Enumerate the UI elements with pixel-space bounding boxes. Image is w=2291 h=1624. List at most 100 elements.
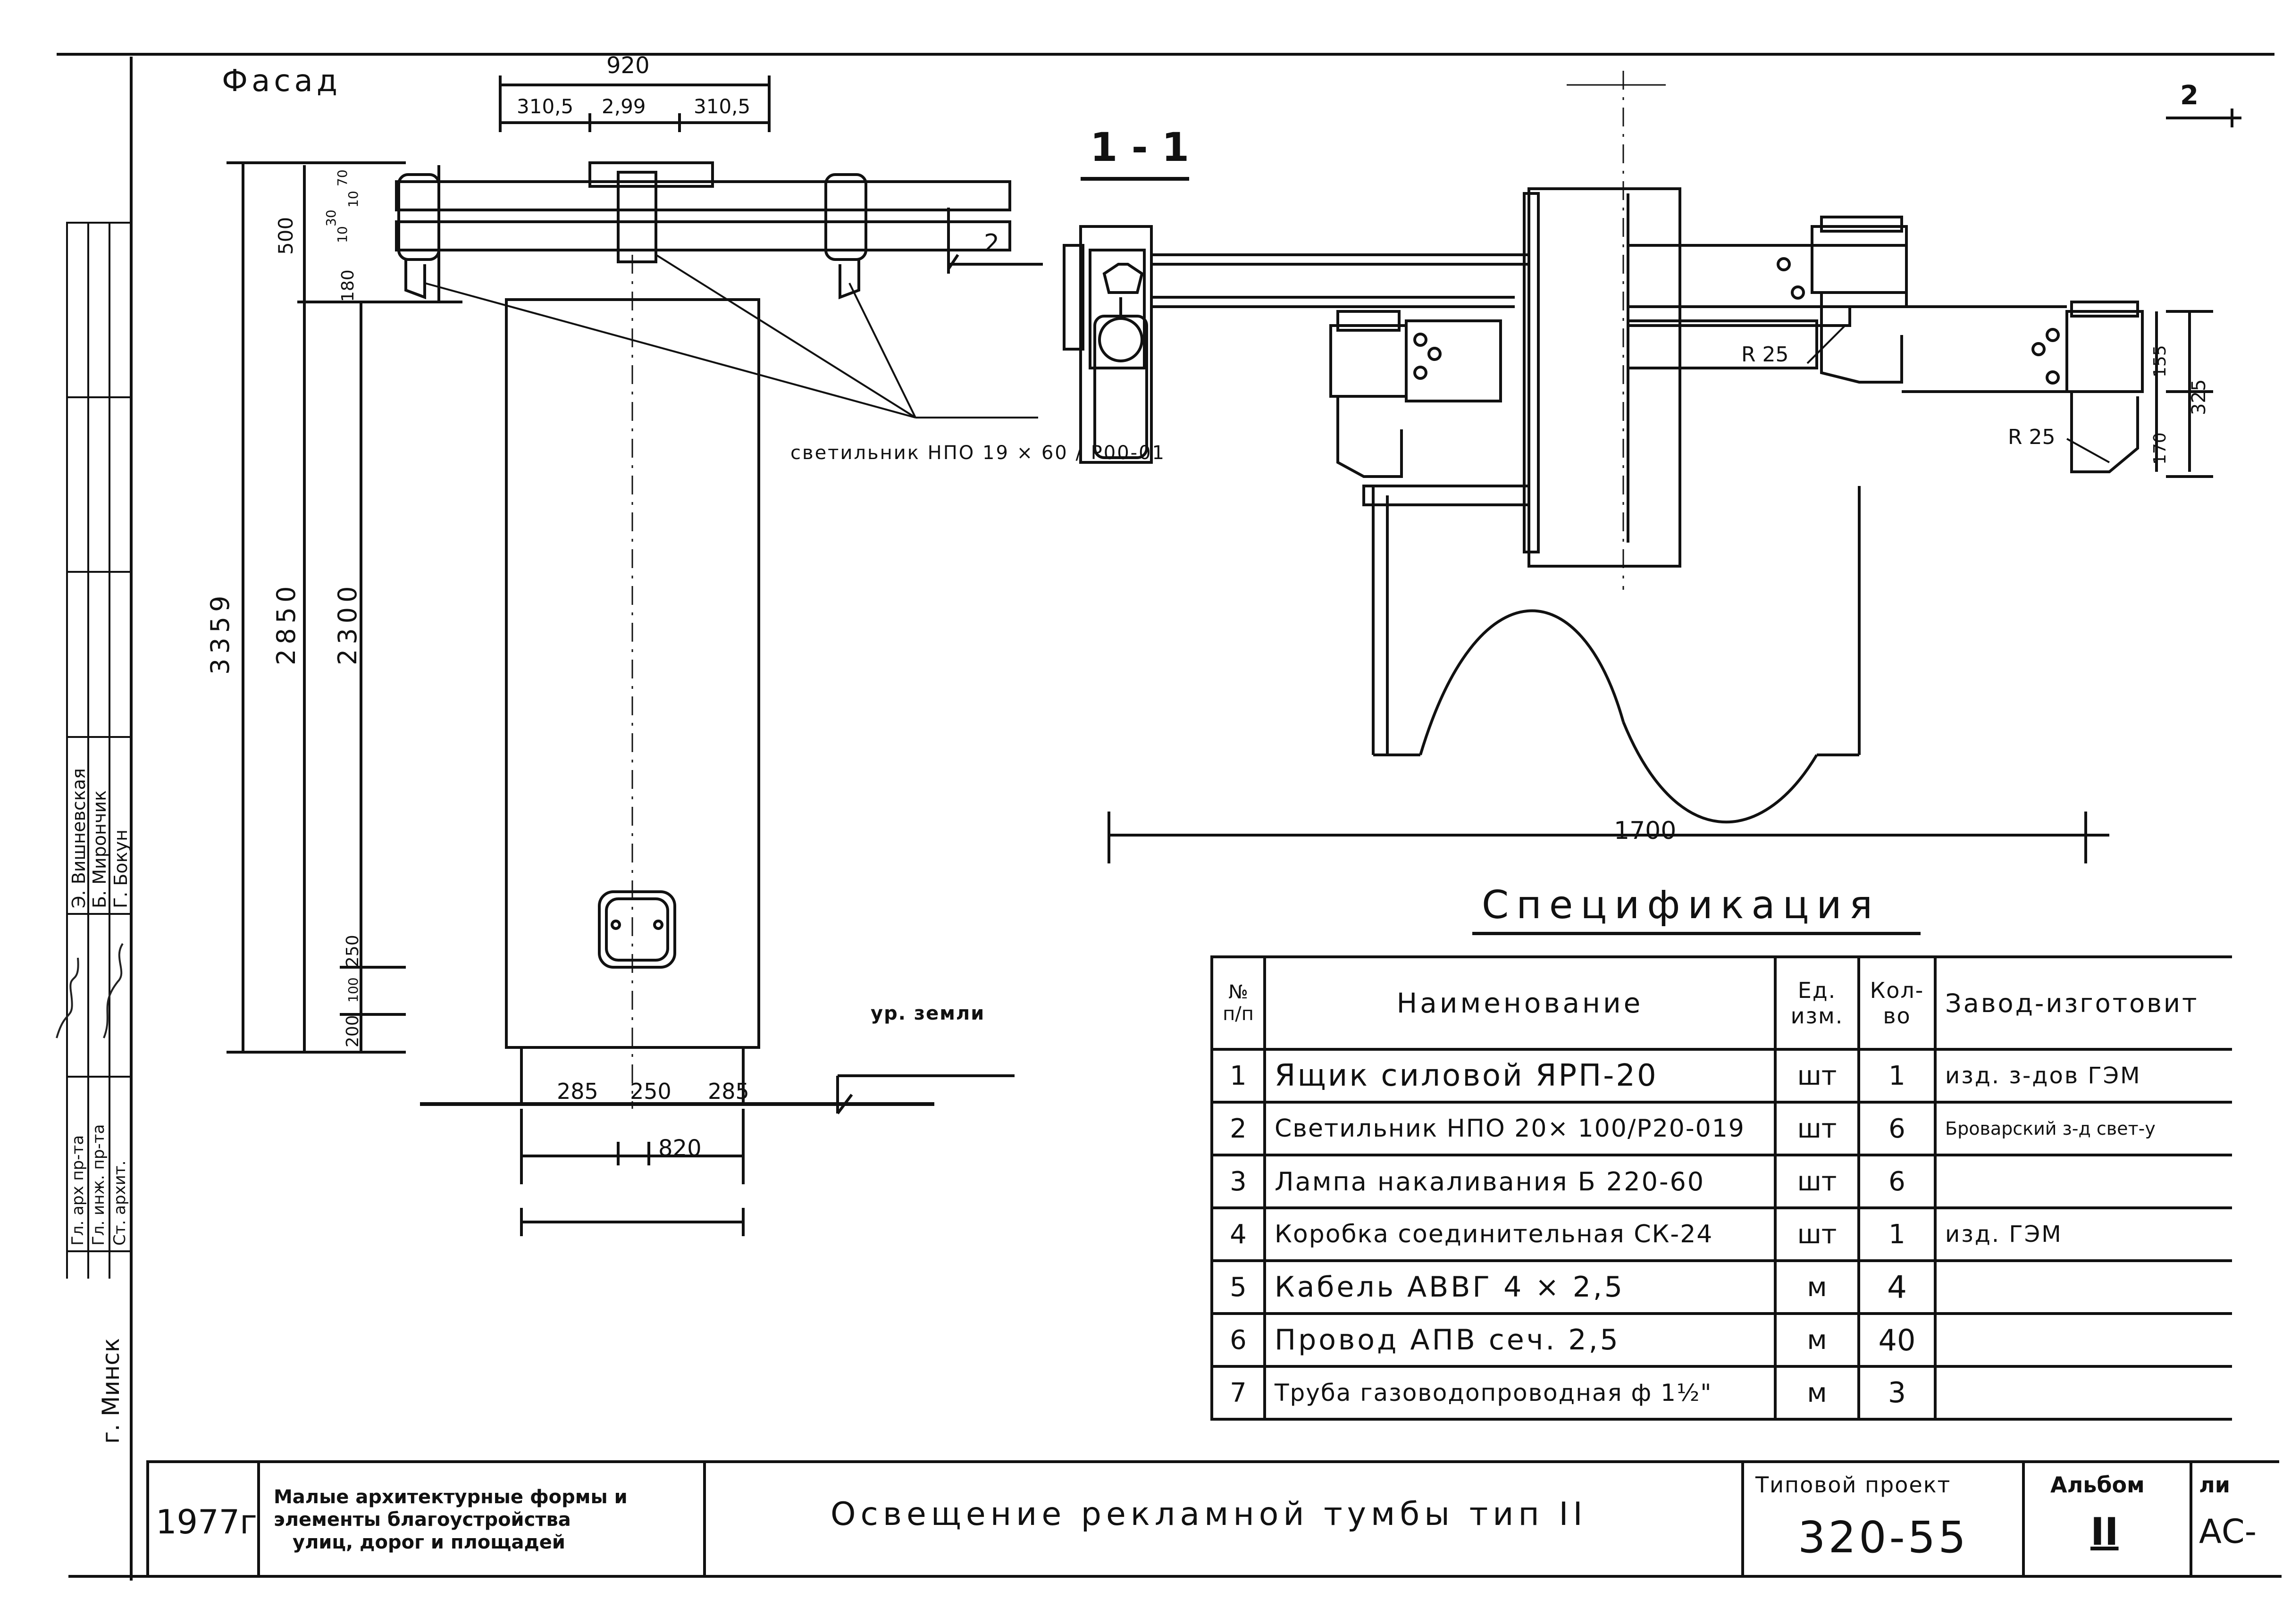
dim-base: 285 <box>708 1079 749 1104</box>
spec-cell-unit: м <box>1774 1365 1860 1421</box>
dim-base: 285 <box>557 1079 598 1104</box>
dim-height: 2850 <box>271 581 301 665</box>
dim-head: 180 <box>338 269 358 302</box>
sheet-number: 2 <box>2180 80 2199 111</box>
spec-cell-n: 6 <box>1210 1312 1266 1368</box>
series-line: улиц, дорог и площадей <box>293 1532 565 1553</box>
spec-cell-maker: изд. ГЭМ <box>1934 1206 2232 1262</box>
section-radius: R 25 <box>2008 425 2056 449</box>
facade-drawing <box>227 75 1038 1236</box>
dim-bottom: 100 <box>345 977 361 1003</box>
title-block-divider <box>1741 1460 1744 1576</box>
stamp-line <box>66 396 132 398</box>
spec-title: Спецификация <box>1482 883 1880 928</box>
spec-cell-maker <box>1934 1259 2232 1315</box>
stamp-city: г. Минск <box>97 1338 125 1444</box>
spec-cell-maker: изд. з-дов ГЭМ <box>1934 1048 2232 1104</box>
top-frame-line <box>57 53 2274 56</box>
spec-cell-n: 7 <box>1210 1365 1266 1421</box>
title-block-left-line <box>146 1460 149 1576</box>
sheet-code: АС- <box>2199 1512 2257 1551</box>
series-line: Малые архитектурные формы и <box>274 1486 628 1508</box>
dim-head: 10 <box>345 191 361 208</box>
title-block-top-line <box>146 1460 2279 1463</box>
luminaire-label: светильник НПО 19 × 60 / Р00-01 <box>790 442 1166 464</box>
section-label-underline <box>1081 177 1189 181</box>
bottom-frame-line <box>68 1575 2282 1578</box>
spec-header-row: № п/п Наименование Ед. изм. Кол-во Завод… <box>1210 955 2232 1051</box>
dim-head: 500 <box>274 217 297 255</box>
title-block-divider <box>2022 1460 2025 1576</box>
project-label: Типовой проект <box>1755 1472 1951 1498</box>
spec-cell-n: 2 <box>1210 1101 1266 1156</box>
stamp-line <box>66 222 132 224</box>
stamp-role: Гл. арх пр-та <box>68 1135 87 1246</box>
stamp-line <box>109 222 110 1279</box>
stamp-role: Ст. архит. <box>110 1160 129 1246</box>
dim-head: 70 <box>335 169 350 186</box>
title-block-divider <box>2190 1460 2192 1576</box>
spec-col-qty: Кол-во <box>1857 955 1937 1051</box>
section-label: 1 - 1 <box>1090 124 1190 170</box>
spec-cell-qty: 6 <box>1857 1101 1937 1156</box>
ground-label: ур. земли <box>871 1003 985 1024</box>
stamp-line <box>66 736 132 738</box>
spec-cell-qty: 3 <box>1857 1365 1937 1421</box>
spec-col-maker: Завод-изготовит <box>1934 955 2232 1051</box>
spec-cell-maker: Броварский з-д свет-у <box>1934 1101 2232 1156</box>
stamp-name: Г. Бокун <box>110 829 131 908</box>
spec-cell-unit: шт <box>1774 1154 1860 1209</box>
dim-top-part: 310,5 <box>694 95 751 118</box>
spec-cell-unit: шт <box>1774 1048 1860 1104</box>
spec-row: 1 Ящик силовой ЯРП-20 шт 1 изд. з-дов ГЭ… <box>1210 1048 2232 1104</box>
dim-height: 2300 <box>333 581 362 665</box>
stamp-line <box>66 913 132 915</box>
spec-cell-qty: 4 <box>1857 1259 1937 1315</box>
dim-head: 10 <box>335 226 350 243</box>
spec-cell-name: Коробка соединительная СК-24 <box>1263 1206 1777 1262</box>
stamp-line <box>66 222 68 1279</box>
section-dim: 155 <box>2150 345 2170 377</box>
spec-cell-maker <box>1934 1154 2232 1209</box>
spec-row: 2 Светильник НПО 20× 100/Р20-019 шт 6 Бр… <box>1210 1101 2232 1156</box>
spec-cell-qty: 40 <box>1857 1312 1937 1368</box>
section-dim: 325 <box>2188 379 2210 415</box>
spec-col-n: № п/п <box>1210 955 1266 1051</box>
spec-cell-name: Ящик силовой ЯРП-20 <box>1263 1048 1777 1104</box>
section-drawing <box>947 71 2241 863</box>
section-span: 1700 <box>1614 817 1677 845</box>
spec-cell-name: Светильник НПО 20× 100/Р20-019 <box>1263 1101 1777 1156</box>
sheet-label: ли <box>2199 1472 2230 1498</box>
spec-cell-qty: 6 <box>1857 1154 1937 1209</box>
dim-bottom: 250 <box>343 935 362 967</box>
album-label: Альбом <box>2050 1472 2145 1498</box>
spec-cell-n: 1 <box>1210 1048 1266 1104</box>
spec-row: 3 Лампа накаливания Б 220-60 шт 6 <box>1210 1154 2232 1209</box>
spec-cell-unit: м <box>1774 1259 1860 1315</box>
spec-cell-n: 4 <box>1210 1206 1266 1262</box>
spec-cell-unit: м <box>1774 1312 1860 1368</box>
spec-cell-n: 3 <box>1210 1154 1266 1209</box>
spec-cell-name: Кабель АВВГ 4 × 2,5 <box>1263 1259 1777 1315</box>
series-line: элементы благоустройства <box>274 1509 571 1531</box>
section-callout: 2 <box>984 229 1000 258</box>
drawing-title: Освещение рекламной тумбы тип II <box>831 1496 1587 1533</box>
dim-head: 30 <box>323 209 339 226</box>
dim-height: 3359 <box>205 591 235 675</box>
spec-cell-qty: 1 <box>1857 1206 1937 1262</box>
dim-base: 250 <box>630 1079 671 1104</box>
section-dim: 170 <box>2150 432 2170 465</box>
dim-top-total: 920 <box>606 52 650 79</box>
page-heading: Фасад <box>222 64 341 99</box>
spec-cell-name: Труба газоводопроводная ф 1½" <box>1263 1365 1777 1421</box>
title-block-divider <box>703 1460 706 1576</box>
dim-top-part: 2,99 <box>602 95 646 118</box>
spec-cell-name: Лампа накаливания Б 220-60 <box>1263 1154 1777 1209</box>
spec-table: № п/п Наименование Ед. изм. Кол-во Завод… <box>1210 955 2232 1421</box>
spec-row: 7 Труба газоводопроводная ф 1½" м 3 <box>1210 1365 2232 1421</box>
project-number: 320-55 <box>1798 1512 1969 1563</box>
title-block-divider <box>257 1460 260 1576</box>
dim-base-total: 820 <box>658 1135 702 1162</box>
stamp-line <box>87 222 89 1279</box>
